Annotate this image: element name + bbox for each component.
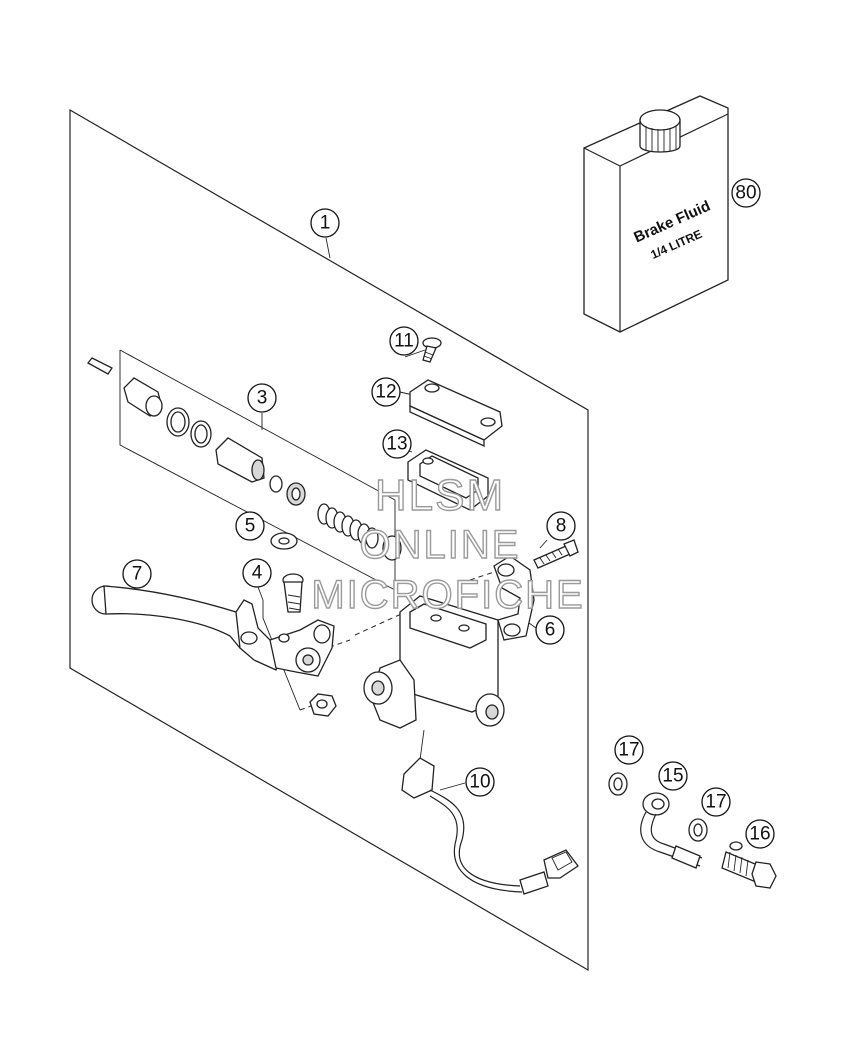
callout-4: 4 — [242, 558, 272, 588]
callout-15: 15 — [658, 761, 688, 791]
callout-17-lower-label: 17 — [705, 792, 726, 813]
leader-lines — [257, 237, 548, 791]
callout-16: 16 — [745, 819, 775, 849]
callout-80-label: 80 — [735, 183, 756, 204]
brake-switch-part — [401, 729, 579, 895]
brake-fluid-bottle: Brake Fluid 1/4 LITRE — [583, 95, 729, 333]
callout-13-label: 13 — [386, 434, 407, 455]
callout-8-label: 8 — [556, 516, 567, 537]
callout-3: 3 — [247, 383, 277, 413]
callout-10: 10 — [465, 767, 495, 797]
callout-10-label: 10 — [469, 772, 490, 793]
spring-part — [317, 503, 379, 549]
callout-12-label: 12 — [375, 382, 396, 403]
watermark-line-3: MICROFICHE — [311, 573, 584, 617]
callout-17-upper-label: 17 — [618, 740, 639, 761]
callout-16-label: 16 — [749, 824, 770, 845]
brake-lever-part — [91, 585, 335, 677]
reservoir-cover-part — [409, 379, 503, 448]
callout-15-label: 15 — [662, 766, 683, 787]
callout-11: 11 — [389, 326, 419, 356]
washer-part — [270, 532, 298, 550]
callout-6: 6 — [535, 615, 565, 645]
callout-7-label: 7 — [132, 564, 143, 585]
callout-12: 12 — [371, 377, 401, 407]
group-bracket-3 — [119, 350, 396, 591]
callout-13: 13 — [382, 429, 412, 459]
watermark-line-2: ONLINE — [360, 523, 521, 567]
callout-5: 5 — [235, 511, 265, 541]
callout-3-label: 3 — [257, 388, 268, 409]
callout-11-label: 11 — [394, 331, 414, 352]
watermark-line-1: HLSM — [375, 471, 505, 520]
callout-6-label: 6 — [545, 620, 556, 641]
callout-7: 7 — [122, 559, 152, 589]
callout-1-label: 1 — [320, 213, 331, 234]
seal-ring-part-upper — [608, 772, 628, 796]
master-cylinder-part — [363, 595, 505, 729]
callout-5-label: 5 — [245, 516, 256, 537]
watermark: HLSM ONLINE MICROFICHE — [311, 470, 584, 617]
screw-part — [422, 337, 442, 363]
callout-4-label: 4 — [252, 563, 263, 584]
clamp-part — [493, 555, 535, 641]
callout-80: 80 — [731, 178, 761, 208]
callout-17-lower: 17 — [701, 787, 731, 817]
piston-kit-part — [87, 357, 402, 561]
assembly-outline — [69, 108, 589, 972]
pivot-bolt-part — [282, 573, 337, 717]
clamp-bolt-part — [533, 539, 579, 569]
callout-1: 1 — [310, 208, 340, 238]
bottle-cap-ridges — [645, 126, 677, 152]
callout-17-upper: 17 — [614, 735, 644, 765]
callout-8: 8 — [546, 511, 576, 541]
banjo-bolt-part — [721, 841, 777, 889]
diaphragm-part — [407, 449, 489, 511]
seal-ring-part-lower — [688, 818, 708, 842]
brake-line-part — [640, 792, 703, 869]
